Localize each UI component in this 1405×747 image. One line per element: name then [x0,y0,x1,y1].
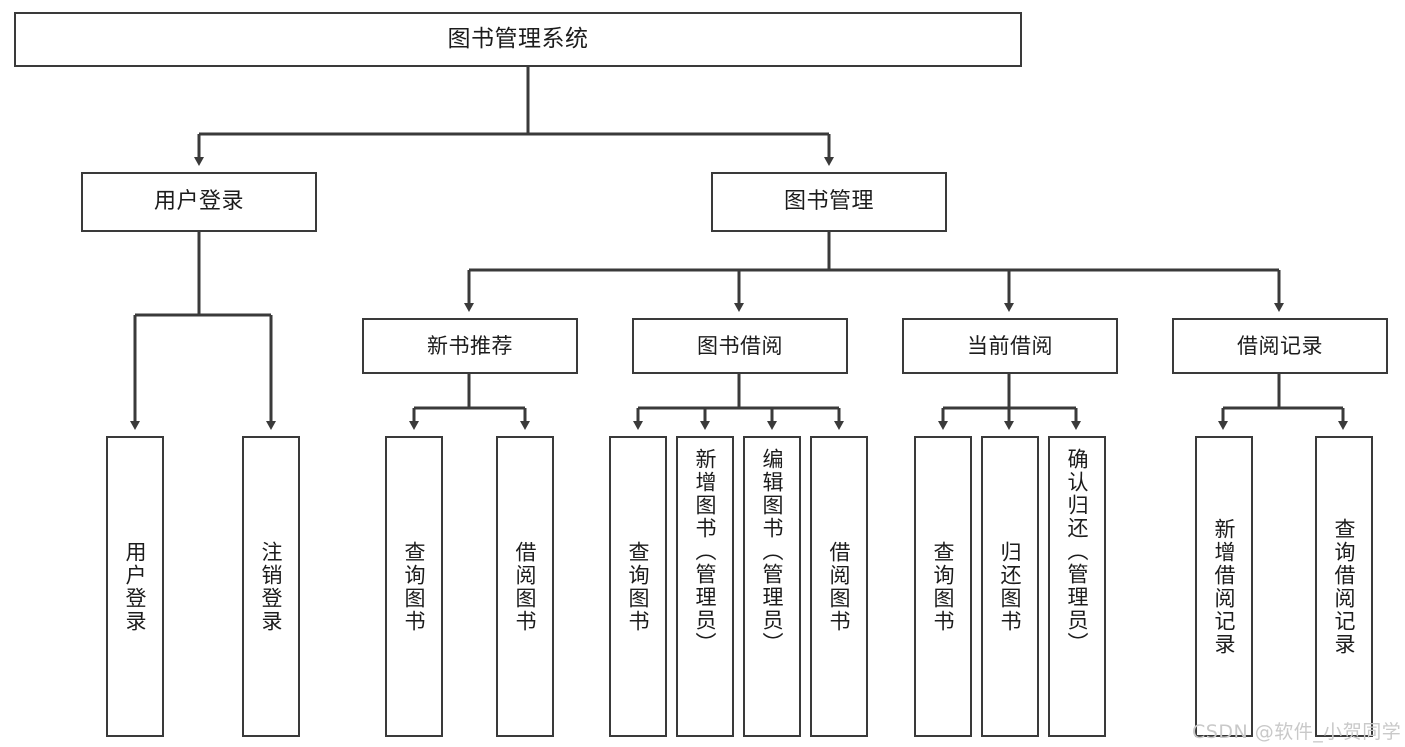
node-borrow-record[interactable]: 借阅记录 [1172,318,1388,374]
node-leaf-logout[interactable]: 注销登录 [242,436,300,737]
node-leaf-user-login[interactable]: 用户登录 [106,436,164,737]
node-leaf-query-record[interactable]: 查询借阅记录 [1315,436,1373,737]
node-leaf-query-record-label: 查询借阅记录 [1332,517,1357,656]
node-leaf-return-book[interactable]: 归还图书 [981,436,1039,737]
node-leaf-borrow-book-2-label: 借阅图书 [827,540,852,633]
node-leaf-query-book-3[interactable]: 查询图书 [914,436,972,737]
node-leaf-query-book-2[interactable]: 查询图书 [609,436,667,737]
node-leaf-edit-book[interactable]: 编辑图书（管理员） [743,436,801,737]
node-current-borrow[interactable]: 当前借阅 [902,318,1118,374]
node-book-manage-label: 图书管理 [783,189,874,215]
node-leaf-borrow-book-1-label: 借阅图书 [513,540,538,633]
node-leaf-add-record[interactable]: 新增借阅记录 [1195,436,1253,737]
node-leaf-edit-book-label: 编辑图书（管理员） [760,448,785,655]
node-leaf-logout-label: 注销登录 [259,540,284,633]
node-leaf-add-book-label: 新增图书（管理员） [693,448,718,655]
node-root-label: 图书管理系统 [447,25,589,52]
node-book-borrow[interactable]: 图书借阅 [632,318,848,374]
node-book-manage[interactable]: 图书管理 [711,172,947,232]
node-leaf-query-book-2-label: 查询图书 [626,540,651,633]
node-leaf-borrow-book-2[interactable]: 借阅图书 [810,436,868,737]
node-leaf-return-book-label: 归还图书 [998,540,1023,633]
node-current-borrow-label: 当前借阅 [967,333,1053,358]
node-leaf-confirm-return-label: 确认归还（管理员） [1065,448,1090,655]
node-leaf-query-book-1-label: 查询图书 [402,540,427,633]
node-leaf-query-book-3-label: 查询图书 [931,540,956,633]
node-leaf-borrow-book-1[interactable]: 借阅图书 [496,436,554,737]
node-new-book-recommend-label: 新书推荐 [427,333,513,358]
node-user-login[interactable]: 用户登录 [81,172,317,232]
node-new-book-recommend[interactable]: 新书推荐 [362,318,578,374]
node-book-borrow-label: 图书借阅 [697,333,783,358]
node-leaf-add-record-label: 新增借阅记录 [1212,517,1237,656]
csdn-watermark: CSDN @软件_小贺同学 [1192,721,1402,743]
node-leaf-query-book-1[interactable]: 查询图书 [385,436,443,737]
node-user-login-label: 用户登录 [153,189,244,215]
node-leaf-confirm-return[interactable]: 确认归还（管理员） [1048,436,1106,737]
node-leaf-user-login-label: 用户登录 [123,540,148,633]
node-root[interactable]: 图书管理系统 [14,12,1022,67]
node-borrow-record-label: 借阅记录 [1237,333,1323,358]
node-leaf-add-book[interactable]: 新增图书（管理员） [676,436,734,737]
